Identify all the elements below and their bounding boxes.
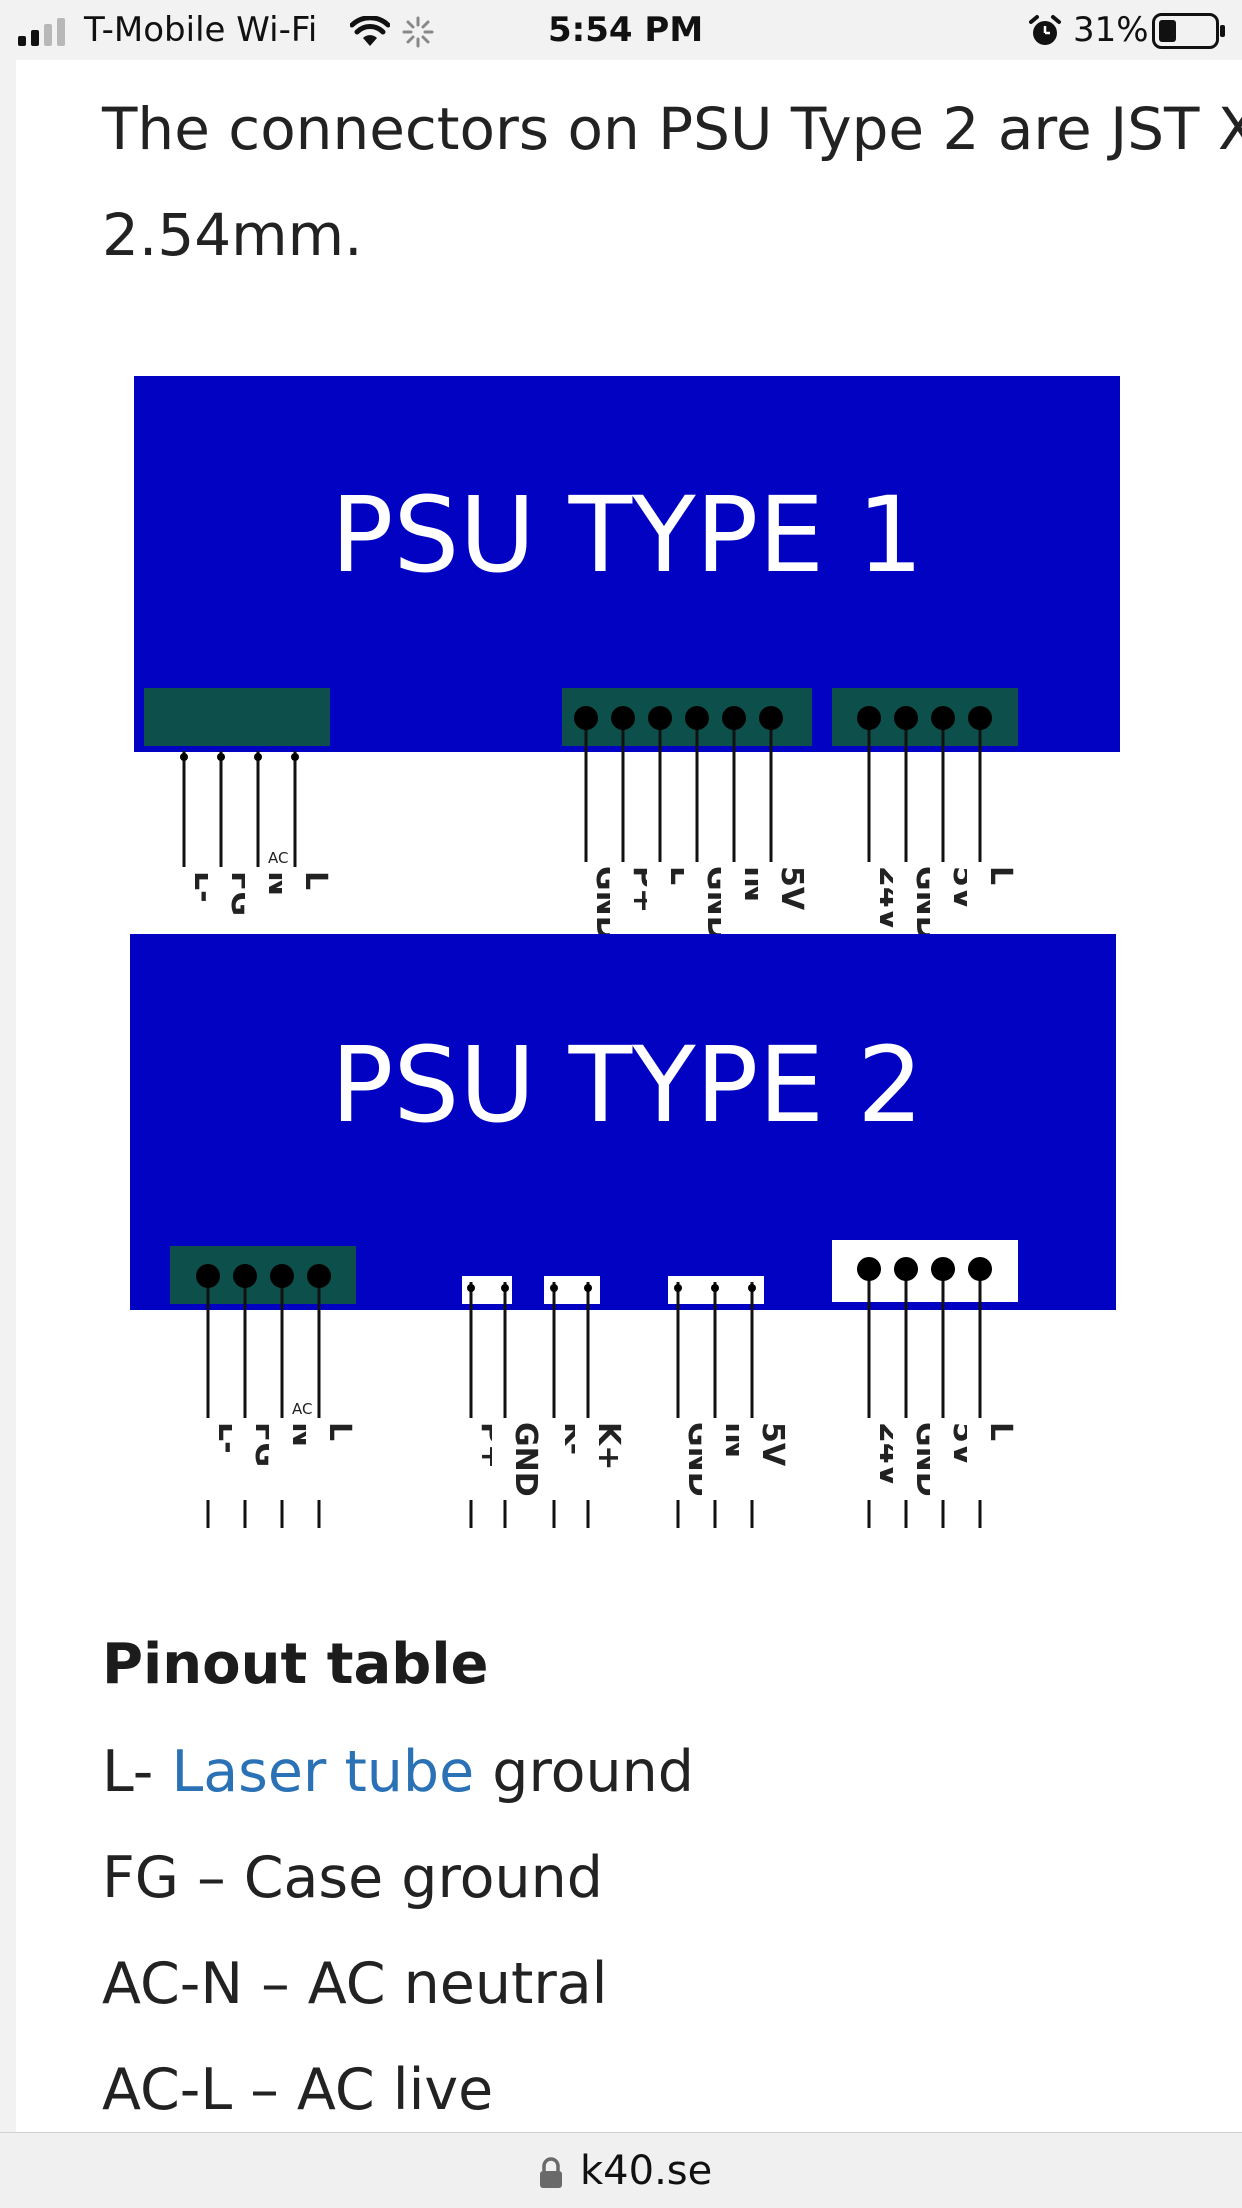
url-text[interactable]: k40.se [580, 2148, 713, 2194]
pin-dot [968, 706, 992, 730]
pin-label: L [298, 871, 333, 890]
pin-dot [180, 753, 188, 761]
pin-dot [685, 706, 709, 730]
pin-label-background [647, 862, 673, 944]
pinout-item-ac-neutral: AC-N – AC neutral [102, 1951, 608, 2017]
pin-dot [648, 706, 672, 730]
pin-dot [467, 1284, 475, 1292]
pin-dot [857, 1257, 881, 1281]
pin-dot [291, 753, 299, 761]
web-page: The connectors on PSU Type 2 are JST XH … [16, 60, 1242, 2132]
pin-label-background [758, 862, 784, 944]
pin-label-background [573, 862, 599, 944]
pin-dot [968, 1257, 992, 1281]
pin-label-background [856, 1418, 882, 1500]
pin-dot [574, 706, 598, 730]
pin-dot [584, 1284, 592, 1292]
pin-dot [931, 706, 955, 730]
battery-percentage: 31% [1073, 10, 1149, 50]
pin-label-background [930, 862, 956, 944]
cellular-signal-icon [18, 18, 65, 46]
psu1-title: PSU TYPE 1 [331, 474, 924, 596]
pin-dot [857, 706, 881, 730]
pin-label: L [983, 866, 1018, 885]
pin-label-background [967, 1418, 993, 1500]
loading-spinner-icon [402, 16, 434, 48]
pin-dot [196, 1264, 220, 1288]
pin-label-background [684, 862, 710, 944]
pin-dot [270, 1264, 294, 1288]
pinout-item-laser-ground: L- Laser tube ground [102, 1737, 694, 1807]
pinout-item-case-ground: FG – Case ground [102, 1845, 603, 1911]
pin-label-background [575, 1418, 601, 1500]
pin-label-background [269, 1418, 295, 1500]
pin-label: 5V [774, 866, 809, 911]
pin-label-background [893, 862, 919, 944]
alarm-icon [1029, 15, 1061, 45]
pin-label-background [458, 1418, 484, 1500]
pinout-item-suffix: ground [474, 1739, 694, 1805]
pin-dot [931, 1257, 955, 1281]
pin-label: K+ [591, 1422, 626, 1470]
pin-dot [254, 753, 262, 761]
ac-mark: AC [292, 1400, 312, 1418]
pin-label-background [306, 1418, 332, 1500]
pin-label-background [967, 862, 993, 944]
intro-paragraph: The connectors on PSU Type 2 are JST XH … [102, 76, 1242, 288]
pin-dot [233, 1264, 257, 1288]
pin-label-background [856, 862, 882, 944]
pinout-item-prefix: L- [102, 1739, 172, 1805]
pin-label-background [739, 1418, 765, 1500]
ac-mark: AC [268, 849, 288, 867]
pin-dot [894, 706, 918, 730]
pin-label-background [930, 1418, 956, 1500]
status-bar: T-Mobile Wi-Fi 5:54 PM 31% [0, 0, 1242, 60]
pin-dot [711, 1284, 719, 1292]
pin-label-background [610, 862, 636, 944]
pin-dot [550, 1284, 558, 1292]
intro-line-2: 2.54mm. [102, 201, 363, 269]
wifi-icon [350, 16, 390, 46]
pin-label: GND [508, 1422, 543, 1497]
pinout-section: Pinout table L- Laser tube ground FG – C… [102, 1630, 694, 2132]
pinout-item-ac-live: AC-L – AC live [102, 2057, 494, 2123]
battery-icon [1152, 13, 1225, 49]
psu1-ac-connector [144, 688, 330, 746]
pinout-heading: Pinout table [102, 1632, 489, 1697]
pin-label-background [665, 1418, 691, 1500]
psu2-k-pin-group: K-K+ [541, 1282, 626, 1528]
lock-icon [540, 2157, 562, 2188]
pin-dot [894, 1257, 918, 1281]
carrier-name: T-Mobile Wi-Fi [84, 10, 318, 50]
pin-dot [611, 706, 635, 730]
pin-dot [748, 1284, 756, 1292]
psu2-p-pin-group: P+GND [458, 1282, 543, 1528]
pin-dot [674, 1284, 682, 1292]
laser-tube-link[interactable]: Laser tube [171, 1739, 475, 1805]
browser-address-bar[interactable]: k40.se [0, 2132, 1242, 2208]
pin-label-background [492, 1418, 518, 1500]
pin-label-background [702, 1418, 728, 1500]
pin-dot [501, 1284, 509, 1292]
intro-line-1: The connectors on PSU Type 2 are JST XH [102, 95, 1242, 163]
pin-label-background [721, 862, 747, 944]
pin-label-background [893, 1418, 919, 1500]
pin-label-background [195, 1418, 221, 1500]
pin-dot [307, 1264, 331, 1288]
pin-dot [217, 753, 225, 761]
pin-dot [722, 706, 746, 730]
pin-dot [759, 706, 783, 730]
psu2-title: PSU TYPE 2 [331, 1024, 924, 1146]
pin-label: L [983, 1422, 1018, 1441]
pin-label: L [322, 1422, 357, 1441]
pin-label-background [232, 1418, 258, 1500]
pin-label: 5V [755, 1422, 790, 1467]
status-time: 5:54 PM [548, 10, 704, 50]
pin-label-background [541, 1418, 567, 1500]
